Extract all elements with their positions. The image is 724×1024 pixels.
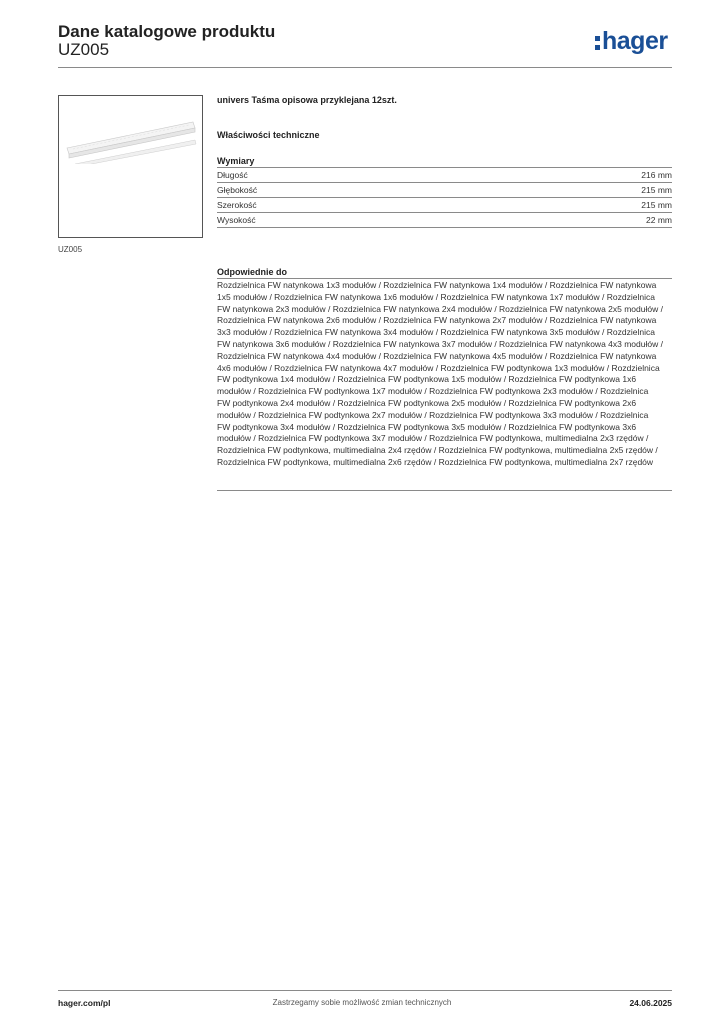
image-caption: UZ005 (58, 245, 83, 254)
suitable-bottom-divider (217, 490, 672, 491)
footer-website-link[interactable]: hager.com/pl (58, 998, 111, 1008)
dimension-value: 216 mm (641, 170, 672, 180)
section-title: Właściwości techniczne (217, 130, 320, 140)
dimension-value: 215 mm (641, 185, 672, 195)
dimension-label: Szerokość (217, 200, 257, 210)
hager-logo: hager (595, 26, 668, 56)
footer-divider (58, 990, 672, 991)
dimensions-table: Długość 216 mm Głębokość 215 mm Szerokoś… (217, 167, 672, 228)
product-code: UZ005 (58, 40, 110, 59)
dimension-label: Długość (217, 170, 248, 180)
suitable-for-title: Odpowiednie do (217, 267, 287, 277)
dimension-label: Wysokość (217, 215, 256, 225)
table-row: Długość 216 mm (217, 168, 672, 183)
page-title: Dane katalogowe produktu (58, 22, 276, 41)
suitable-for-text: Rozdzielnica FW natynkowa 1x3 modułów / … (217, 280, 663, 467)
logo-dots-icon (595, 33, 600, 51)
footer-disclaimer: Zastrzegamy sobie możliwość zmian techni… (272, 998, 452, 1007)
dimensions-title: Wymiary (217, 156, 255, 166)
table-row: Szerokość 215 mm (217, 198, 672, 213)
product-image (58, 95, 203, 238)
suitable-divider (217, 278, 672, 279)
table-row: Głębokość 215 mm (217, 183, 672, 198)
footer-date: 24.06.2025 (629, 998, 672, 1008)
product-title: univers Taśma opisowa przyklejana 12szt. (217, 95, 397, 105)
table-row: Wysokość 22 mm (217, 213, 672, 228)
logo-wordmark: hager (602, 27, 668, 55)
header-divider (58, 67, 672, 68)
dimension-label: Głębokość (217, 185, 258, 195)
dimension-value: 22 mm (646, 215, 672, 225)
dimension-value: 215 mm (641, 200, 672, 210)
label-strip-icon (66, 121, 197, 164)
